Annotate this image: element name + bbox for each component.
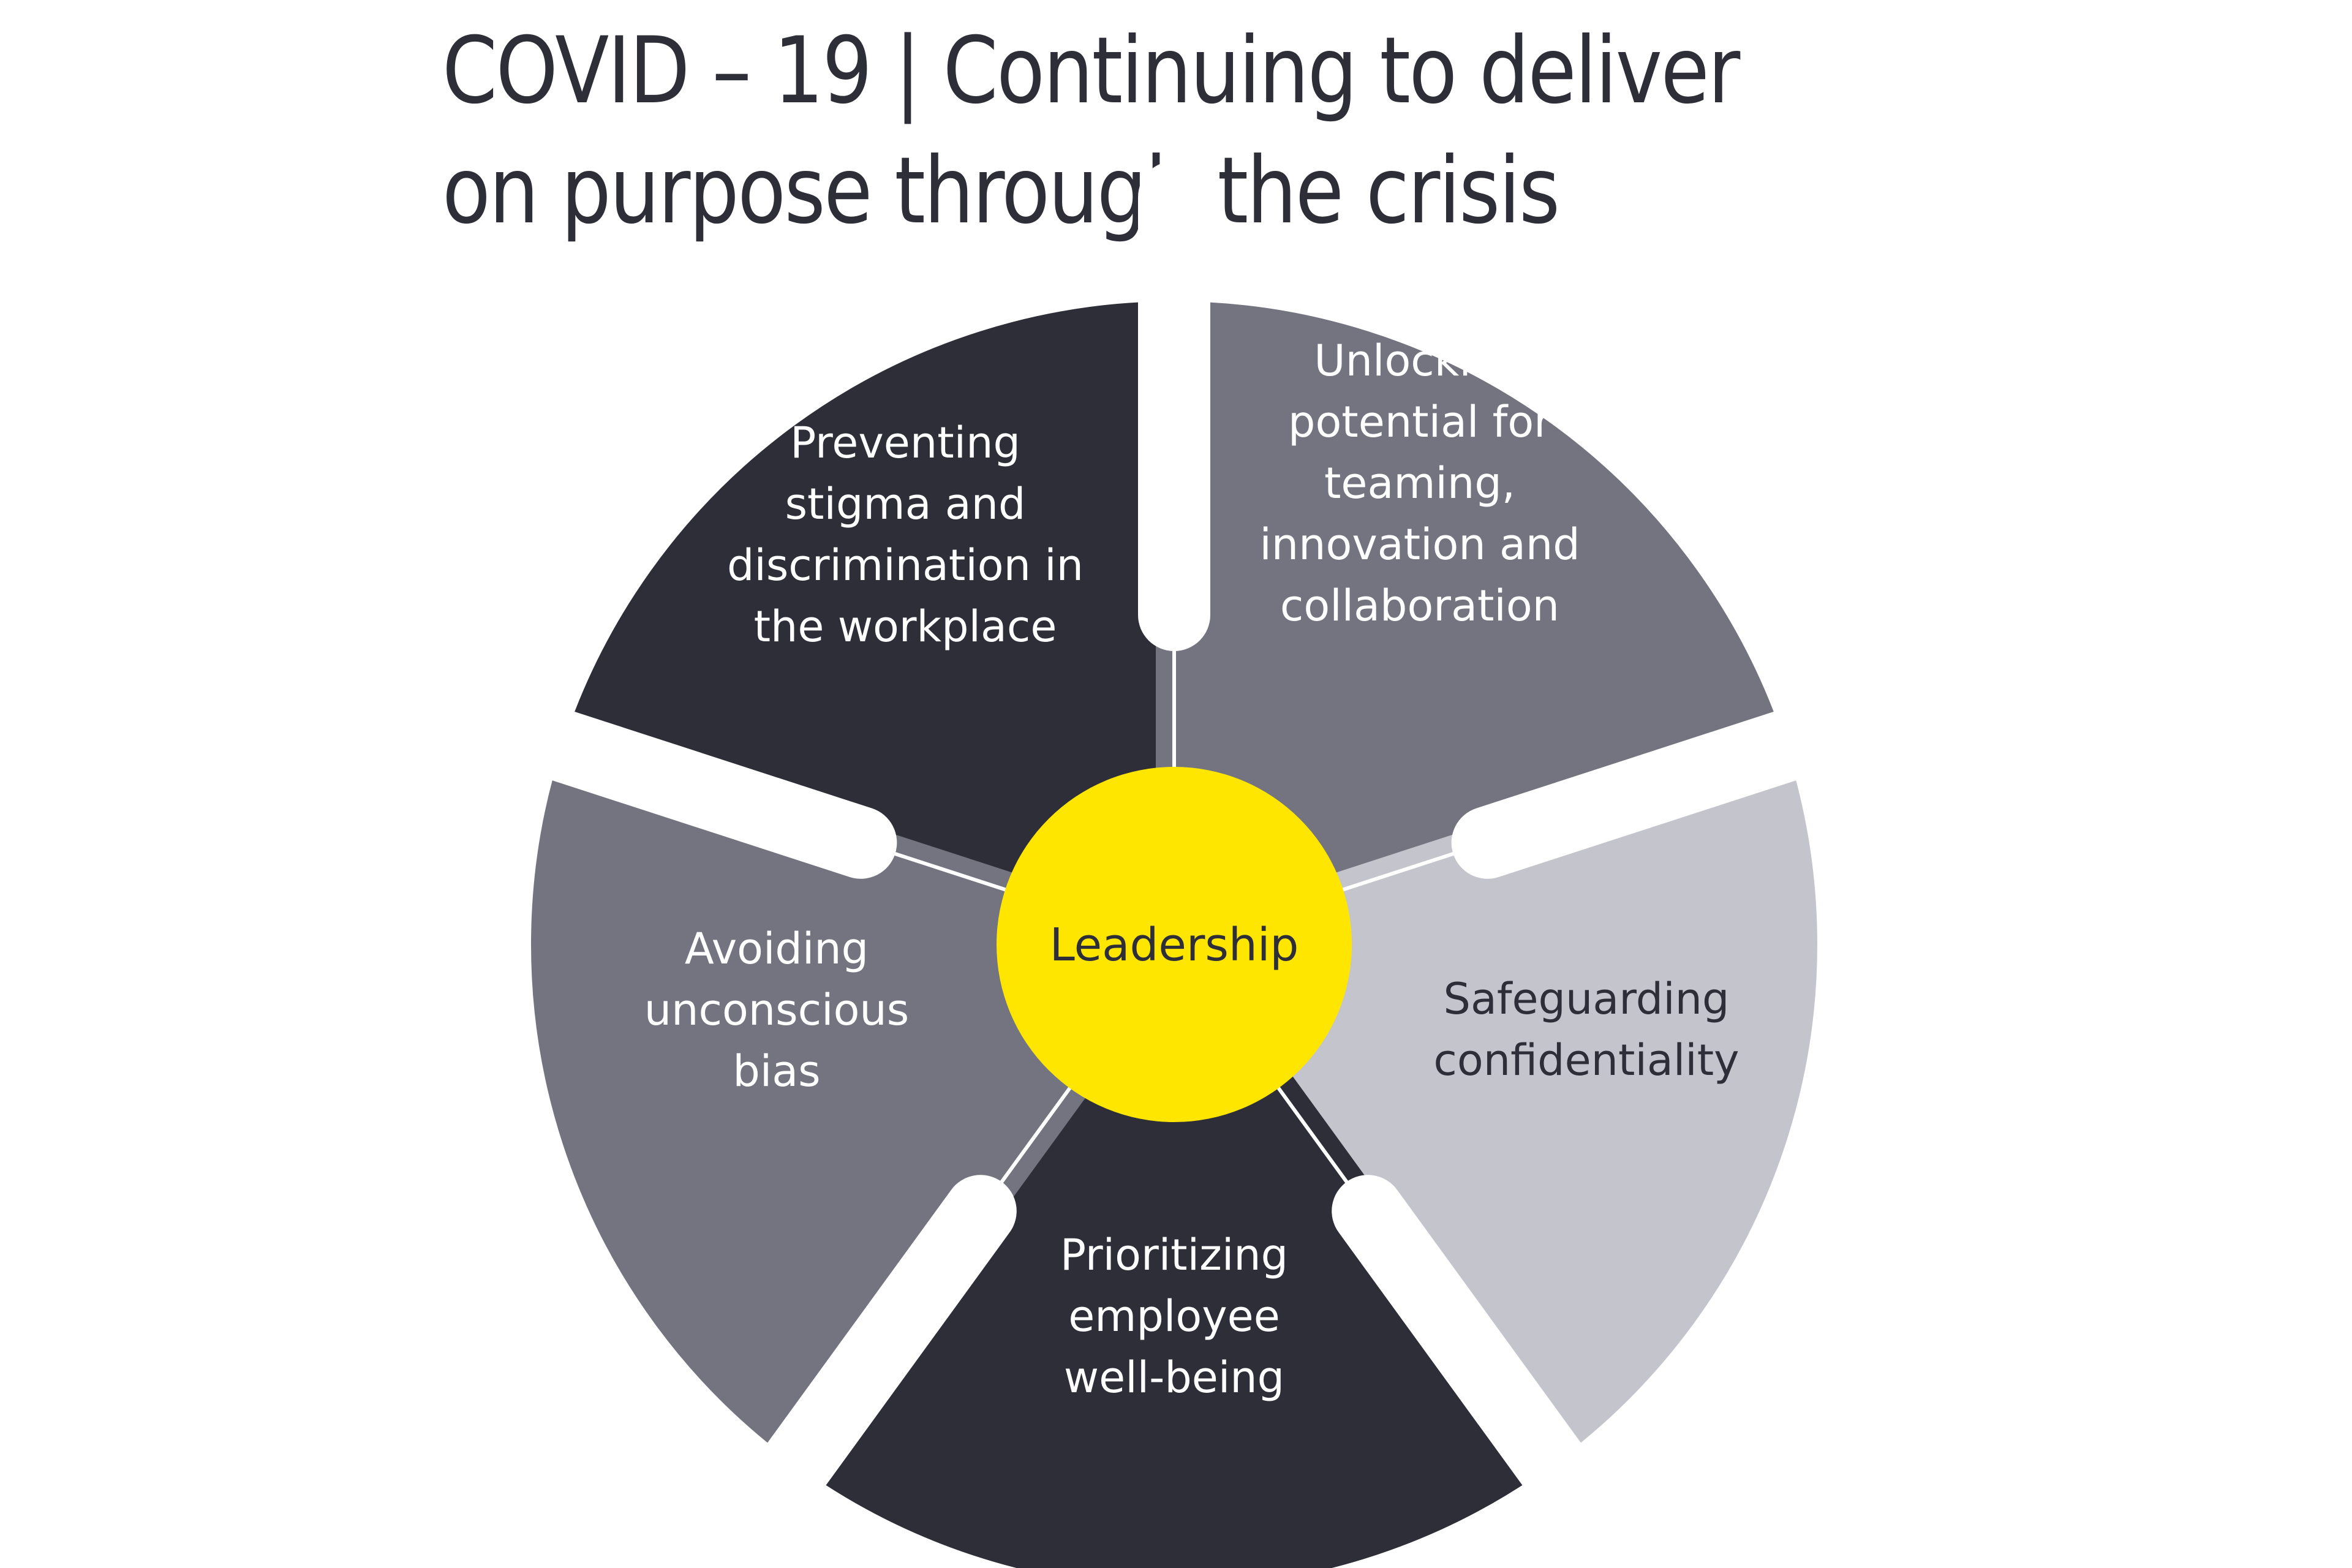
segment-label-line: employee <box>1068 1291 1280 1341</box>
segment-gap <box>1451 677 1921 879</box>
segment-label-line: collaboration <box>1280 581 1559 631</box>
segment-divider-line <box>860 840 1012 894</box>
segment-label-preventing-stigma: Preventing stigma and discrimination in the… <box>727 418 1084 652</box>
segment-label-line: unconscious <box>644 985 909 1035</box>
segment-divider-line <box>1273 1082 1370 1213</box>
segment-dividers <box>860 615 1488 1213</box>
segment-label-line: stigma and <box>785 479 1026 529</box>
segment-label-line: discrimination in <box>727 540 1084 590</box>
center-hub <box>997 767 1352 1122</box>
segment-label-line: Preventing <box>790 418 1020 468</box>
segment-label-line: well-being <box>1064 1352 1284 1403</box>
segment-label-line: bias <box>733 1046 820 1096</box>
segment-divider-line <box>1336 840 1488 894</box>
segment-label-line: the workplace <box>754 601 1057 652</box>
segment-label-prioritizing-wellbeing: Prioritizing employee well-being <box>1060 1230 1288 1403</box>
segment-labels: Preventing stigma and discrimination in the… <box>644 336 1740 1403</box>
segment-label-line: teaming, <box>1324 458 1515 508</box>
segment-label-avoiding-bias: Avoiding unconscious bias <box>644 924 909 1096</box>
segment-label-line: innovation and <box>1259 519 1580 570</box>
segment-label-line: potential for <box>1288 397 1551 447</box>
title-line-2: on purpose through the crisis <box>442 138 1560 244</box>
segment-gaps <box>427 161 1921 1568</box>
center-label: Leadership <box>1050 919 1299 971</box>
title-line-1: COVID – 19 | Continuing to deliver <box>442 18 1740 124</box>
segment-divider-line <box>979 1082 1075 1213</box>
segment-label-line: Unlocking <box>1314 336 1525 386</box>
segment-label-line: Avoiding <box>685 924 869 974</box>
segment-prioritizing-wellbeing <box>788 926 1560 1568</box>
segment-label-line: confidentiality <box>1433 1035 1739 1085</box>
segment-label-safeguarding-confidentiality: Safeguarding confidentiality <box>1433 974 1739 1085</box>
segment-gap <box>698 1175 1017 1568</box>
page-title: COVID – 19 | Continuing to deliver on pu… <box>442 11 1740 251</box>
segment-label-unlocking-potential: Unlocking potential for teaming, innovation… <box>1259 336 1580 631</box>
segment-label-line: Prioritizing <box>1060 1230 1288 1280</box>
segment-gap <box>427 677 897 879</box>
segment-label-line: Safeguarding <box>1444 974 1730 1024</box>
segment-gap <box>1332 1175 1650 1568</box>
